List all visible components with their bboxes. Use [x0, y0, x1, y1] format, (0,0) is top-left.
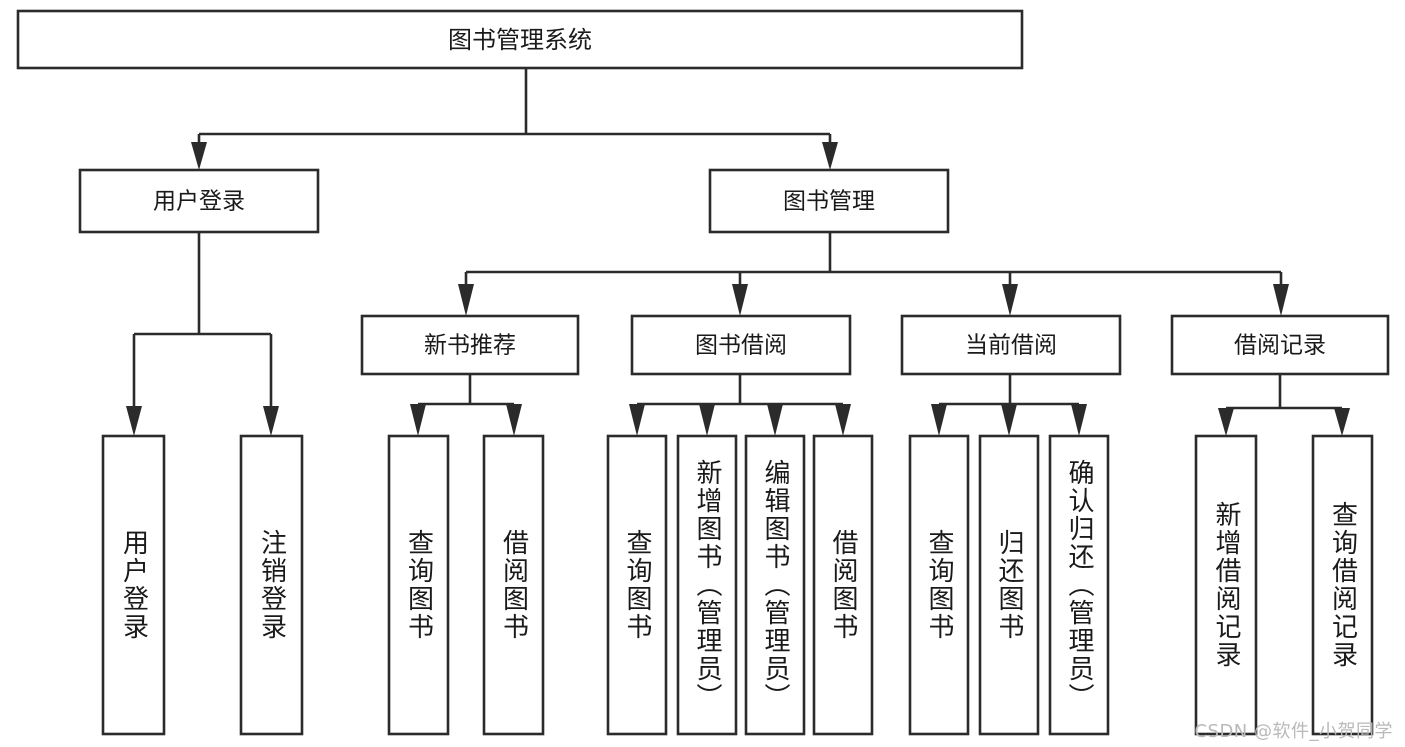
arrow-icon-userlogin-leaf-2 [263, 406, 279, 436]
leaf-node-box[interactable] [482, 434, 545, 736]
watermark-text: CSDN @软件_小贺同学 [1194, 721, 1393, 742]
leaf-node-box[interactable] [676, 434, 738, 736]
node-new-book-rec-label: 新书推荐 [424, 333, 516, 359]
arrow-icon-to-current-borrow [1002, 284, 1018, 316]
leaf-node-box[interactable] [606, 434, 668, 736]
arrow-icon-bookborrow-leaf-3 [767, 404, 783, 436]
leaf-node-box[interactable] [1048, 434, 1110, 736]
arrow-icon-to-borrow-record [1273, 284, 1289, 316]
connector-group-current-borrow [931, 374, 1087, 436]
arrow-icon-currentborrow-leaf-1 [931, 404, 947, 436]
node-book-borrow-label: 图书借阅 [695, 333, 787, 359]
leaf-node-box[interactable] [744, 434, 806, 736]
arrow-icon-userlogin-leaf-1 [126, 406, 142, 436]
connector-group-book-borrow [629, 374, 851, 436]
leaf-node-box[interactable] [1311, 434, 1374, 736]
node-user-login-box[interactable] [78, 168, 320, 234]
arrow-icon-borrowrecord-leaf-1 [1218, 408, 1234, 436]
node-current-borrow[interactable]: 当前借阅 [900, 314, 1122, 376]
node-borrow-record-label: 借阅记录 [1234, 333, 1326, 359]
node-new-book-rec[interactable]: 新书推荐 [360, 314, 580, 376]
node-book-manage-label: 图书管理 [783, 189, 875, 215]
node-root-label: 图书管理系统 [448, 26, 592, 54]
arrow-icon-newbook-leaf-1 [410, 404, 426, 436]
arrow-icon-currentborrow-leaf-3 [1071, 404, 1087, 436]
arrow-icon-to-book-borrow [732, 284, 748, 316]
node-book-borrow-box[interactable] [630, 314, 852, 376]
node-root[interactable]: 图书管理系统 [16, 9, 1024, 70]
node-current-borrow-box[interactable] [900, 314, 1122, 376]
leaf-node-box[interactable] [812, 434, 874, 736]
node-current-borrow-label: 当前借阅 [965, 333, 1057, 359]
arrow-icon-borrowrecord-leaf-2 [1334, 408, 1350, 436]
connector-group-user-login [126, 232, 279, 436]
node-book-borrow[interactable]: 图书借阅 [630, 314, 852, 376]
arrow-icon-currentborrow-leaf-2 [1001, 404, 1017, 436]
arrow-icon-bookborrow-leaf-4 [835, 404, 851, 436]
arrow-icon-newbook-leaf-2 [506, 404, 522, 436]
leaf-node-box[interactable] [387, 434, 450, 736]
node-borrow-record-box[interactable] [1170, 314, 1390, 376]
leaf-node-box[interactable] [908, 434, 970, 736]
arrow-icon-bookborrow-leaf-1 [629, 404, 645, 436]
leaf-box-group [101, 434, 1374, 736]
connector-group-new-book-rec [410, 374, 522, 436]
leaf-node-box[interactable] [978, 434, 1040, 736]
node-new-book-rec-box[interactable] [360, 314, 580, 376]
leaf-node-box[interactable] [1194, 434, 1258, 736]
connector-group-borrow-record [1218, 374, 1350, 436]
arrow-icon-to-user-login [191, 142, 207, 170]
arrow-icon-to-book-manage [822, 142, 838, 170]
leaf-node-box[interactable] [239, 434, 304, 736]
node-book-manage-box[interactable] [708, 168, 950, 234]
node-borrow-record[interactable]: 借阅记录 [1170, 314, 1390, 376]
node-root-box[interactable] [16, 9, 1024, 70]
node-user-login-label: 用户登录 [153, 189, 245, 215]
arrow-icon-to-new-book-rec [458, 284, 474, 316]
node-book-manage[interactable]: 图书管理 [708, 168, 950, 234]
connector-group-root-to-level2 [191, 68, 838, 170]
connector-group-book-manage [458, 232, 1289, 316]
arrow-icon-bookborrow-leaf-2 [699, 404, 715, 436]
leaf-node-box[interactable] [101, 434, 166, 736]
node-user-login[interactable]: 用户登录 [78, 168, 320, 234]
